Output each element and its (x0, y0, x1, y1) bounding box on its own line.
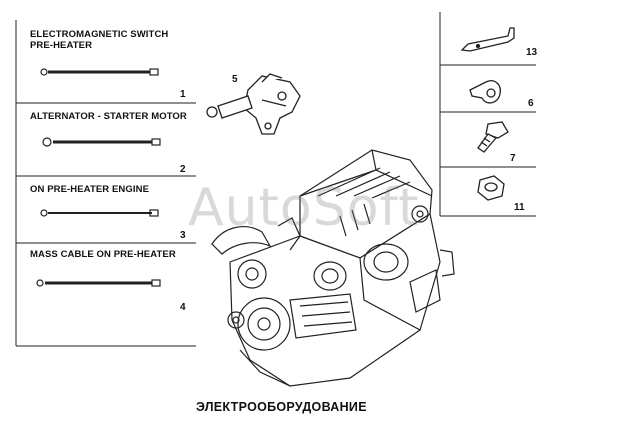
cable-4-icon (36, 279, 161, 287)
caption-3: ON PRE-HEATER ENGINE (30, 184, 150, 195)
bolt-icon (477, 121, 509, 153)
cable-2-icon (42, 137, 161, 147)
callout-4: 4 (180, 302, 186, 313)
callout-1: 1 (180, 89, 186, 100)
callout-3: 3 (180, 230, 186, 241)
callout-7: 7 (510, 153, 516, 164)
nut-icon (477, 175, 505, 201)
diagram-title: ЭЛЕКТРООБОРУДОВАНИЕ (196, 400, 367, 414)
caption-1: ELECTROMAGNETIC SWITCH PRE-HEATER (30, 29, 169, 51)
callout-13: 13 (526, 47, 538, 58)
callout-6: 6 (528, 98, 534, 109)
callout-11: 11 (514, 202, 525, 213)
caption-4: MASS CABLE ON PRE-HEATER (30, 249, 176, 260)
right-panel-frame (439, 12, 536, 217)
bracket-icon (460, 27, 515, 52)
cable-3-icon (40, 209, 159, 217)
left-panel-frame (15, 20, 196, 347)
clamp-icon (469, 80, 501, 104)
caption-2: ALTERNATOR - STARTER MOTOR (30, 111, 187, 122)
callout-2: 2 (180, 164, 186, 175)
engine-drawing (211, 149, 455, 387)
cable-1-icon (40, 68, 159, 76)
switch-assembly-icon (206, 73, 301, 135)
callout-5: 5 (232, 74, 238, 85)
